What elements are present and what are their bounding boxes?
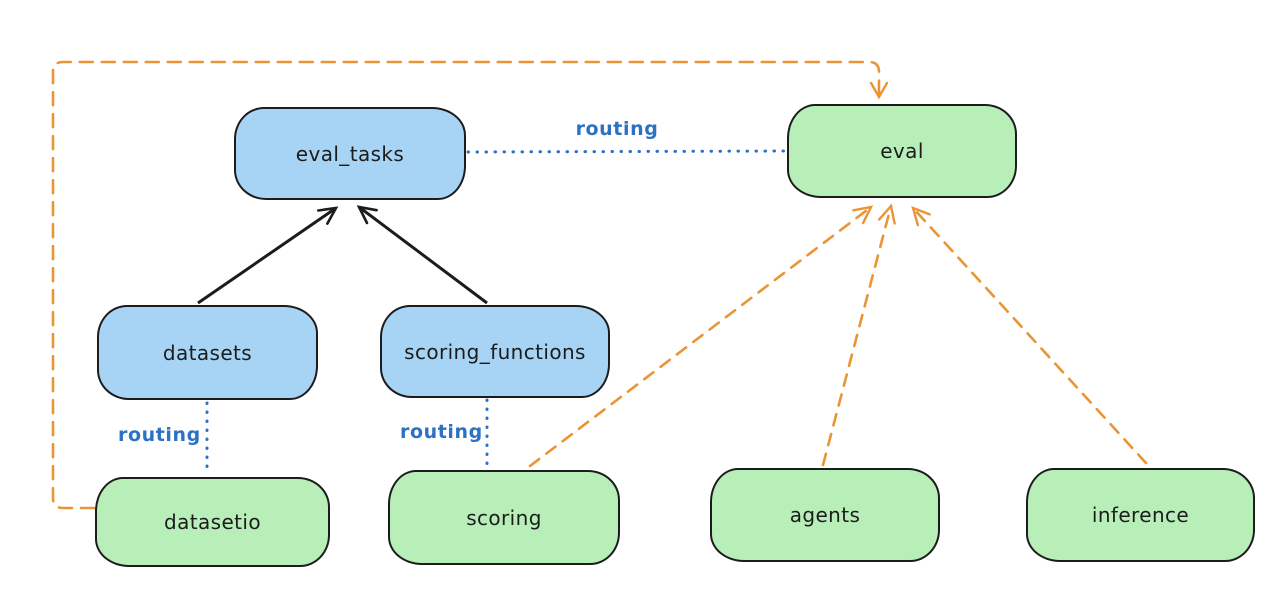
node-datasetio-label: datasetio: [163, 510, 261, 534]
node-datasets-label: datasets: [162, 340, 253, 365]
edge-agents-to-eval: [821, 203, 896, 467]
node-scoring-functions: scoring_functions: [380, 305, 610, 398]
node-datasets: datasets: [97, 305, 318, 400]
edge-datasets-to-eval-tasks: [197, 206, 339, 305]
node-inference: inference: [1026, 468, 1255, 562]
node-agents: agents: [710, 468, 940, 562]
edge-eval-tasks-to-eval-routing: [466, 149, 787, 154]
node-scoring-functions-label: scoring_functions: [404, 339, 586, 364]
edge-datasetio-to-eval: [51, 60, 889, 510]
edge-label-routing-eval-tasks-eval: routing: [575, 118, 659, 140]
node-eval-tasks-label: eval_tasks: [295, 141, 405, 166]
node-eval-label: eval: [880, 139, 924, 163]
node-agents-label: agents: [789, 503, 861, 527]
edge-label-routing-datasets-datasetio: routing: [118, 424, 201, 446]
edge-scoring-to-eval: [528, 205, 874, 468]
node-datasetio: datasetio: [95, 477, 330, 567]
node-eval: eval: [787, 104, 1017, 198]
node-scoring-label: scoring: [466, 505, 542, 530]
edge-label-routing-scoring-functions-scoring: routing: [400, 421, 483, 443]
node-scoring: scoring: [388, 470, 620, 565]
edge-inference-to-eval: [911, 206, 1148, 465]
node-inference-label: inference: [1091, 503, 1190, 527]
edge-scoring-functions-to-eval-tasks: [356, 205, 488, 305]
node-eval-tasks: eval_tasks: [234, 107, 466, 200]
